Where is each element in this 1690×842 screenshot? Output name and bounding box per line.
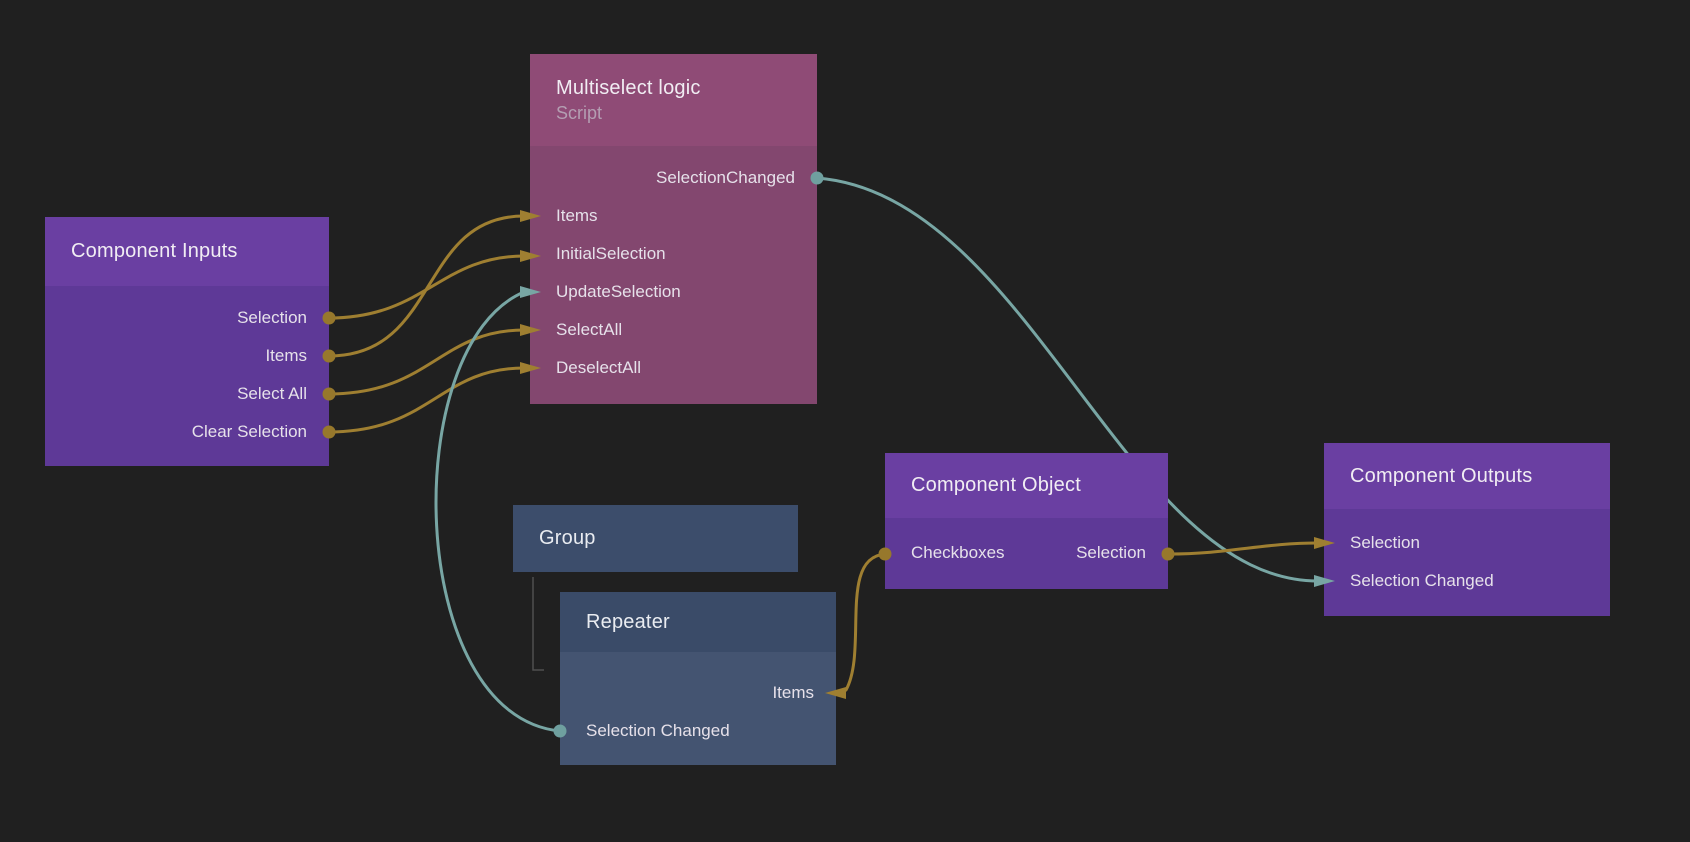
port-label: Items <box>265 346 307 365</box>
port-label: Selection Changed <box>1350 571 1494 590</box>
node-subtitle: Script <box>556 102 603 123</box>
port-selectall[interactable]: SelectAll <box>530 311 817 349</box>
node-repeater[interactable]: Repeater Items Selection Changed <box>560 592 836 765</box>
node-title: Multiselect logic <box>556 76 701 99</box>
port-selectionchanged[interactable]: SelectionChanged <box>530 159 817 197</box>
wire-object-selection-to-outputs-selection[interactable] <box>1166 541 1320 556</box>
node-title: Component Outputs <box>1350 464 1533 487</box>
port-clear-selection[interactable]: Clear Selection <box>45 413 329 451</box>
node-header[interactable]: Component Outputs <box>1324 443 1610 509</box>
port-label: Selection Changed <box>586 721 730 740</box>
node-header[interactable]: Repeater <box>560 592 836 652</box>
port-label: DeselectAll <box>556 358 642 377</box>
port-label: InitialSelection <box>556 244 666 263</box>
port-label: SelectAll <box>556 320 623 339</box>
node-body: Items Selection Changed <box>560 652 836 765</box>
port-selection[interactable]: Selection <box>45 299 329 337</box>
port-items[interactable]: Items <box>45 337 329 375</box>
node-component-outputs[interactable]: Component Outputs Selection Selection Ch… <box>1324 443 1610 616</box>
node-body: Checkboxes Selection <box>885 518 1168 589</box>
node-header[interactable]: Group <box>513 505 798 572</box>
port-label: UpdateSelection <box>556 282 681 301</box>
port-items[interactable]: Items <box>530 197 817 235</box>
node-header[interactable]: Component Inputs <box>45 217 329 286</box>
port-label: Selection <box>237 308 307 327</box>
port-initialselection[interactable]: InitialSelection <box>530 235 817 273</box>
port-selection[interactable]: Selection <box>1324 524 1610 562</box>
port-select-all[interactable]: Select All <box>45 375 329 413</box>
node-title: Repeater <box>586 610 670 633</box>
node-body: Selection Selection Changed <box>1324 509 1610 616</box>
port-row-checkboxes-selection[interactable]: Checkboxes Selection <box>885 534 1168 572</box>
node-title: Group <box>539 527 596 549</box>
port-items[interactable]: Items <box>560 674 836 712</box>
wire-clearselection-to-deselectall[interactable] <box>327 366 526 434</box>
port-selection-changed[interactable]: Selection Changed <box>560 712 836 750</box>
node-body: SelectionChanged Items InitialSelection … <box>530 146 817 404</box>
wire-selection-to-initialselection[interactable] <box>327 254 526 320</box>
port-label: Items <box>556 206 598 225</box>
node-component-inputs[interactable]: Component Inputs Selection Items Select … <box>45 217 329 466</box>
hierarchy-connector-line <box>532 577 544 671</box>
node-header[interactable]: Component Object <box>885 453 1168 518</box>
port-deselectall[interactable]: DeselectAll <box>530 349 817 387</box>
wire-checkboxes-to-repeater-items[interactable] <box>844 552 887 692</box>
port-selection-changed[interactable]: Selection Changed <box>1324 562 1610 600</box>
port-label: Select All <box>237 384 307 403</box>
wire-items-to-items[interactable] <box>327 214 526 358</box>
node-title: Component Inputs <box>71 240 238 262</box>
port-label-checkboxes: Checkboxes <box>911 543 1005 562</box>
node-component-object[interactable]: Component Object Checkboxes Selection <box>885 453 1168 589</box>
port-label: SelectionChanged <box>656 168 795 187</box>
node-title: Component Object <box>911 474 1081 496</box>
node-group[interactable]: Group <box>513 505 798 572</box>
node-header[interactable]: Multiselect logic Script <box>530 54 817 146</box>
port-label: Items <box>772 683 814 702</box>
wire-repeater-selectionchanged-to-updateselection[interactable] <box>434 290 562 733</box>
wire-selectionchanged-to-outputs-selectionchanged[interactable] <box>815 176 1320 583</box>
port-label: Clear Selection <box>191 422 307 441</box>
port-label: Selection <box>1350 533 1420 552</box>
port-label-selection: Selection <box>1076 543 1146 562</box>
wire-selectall-to-selectall[interactable] <box>327 328 526 396</box>
node-body: Selection Items Select All Clear Selecti… <box>45 286 329 466</box>
port-updateselection[interactable]: UpdateSelection <box>530 273 817 311</box>
node-multiselect-logic[interactable]: Multiselect logic Script SelectionChange… <box>530 54 817 404</box>
